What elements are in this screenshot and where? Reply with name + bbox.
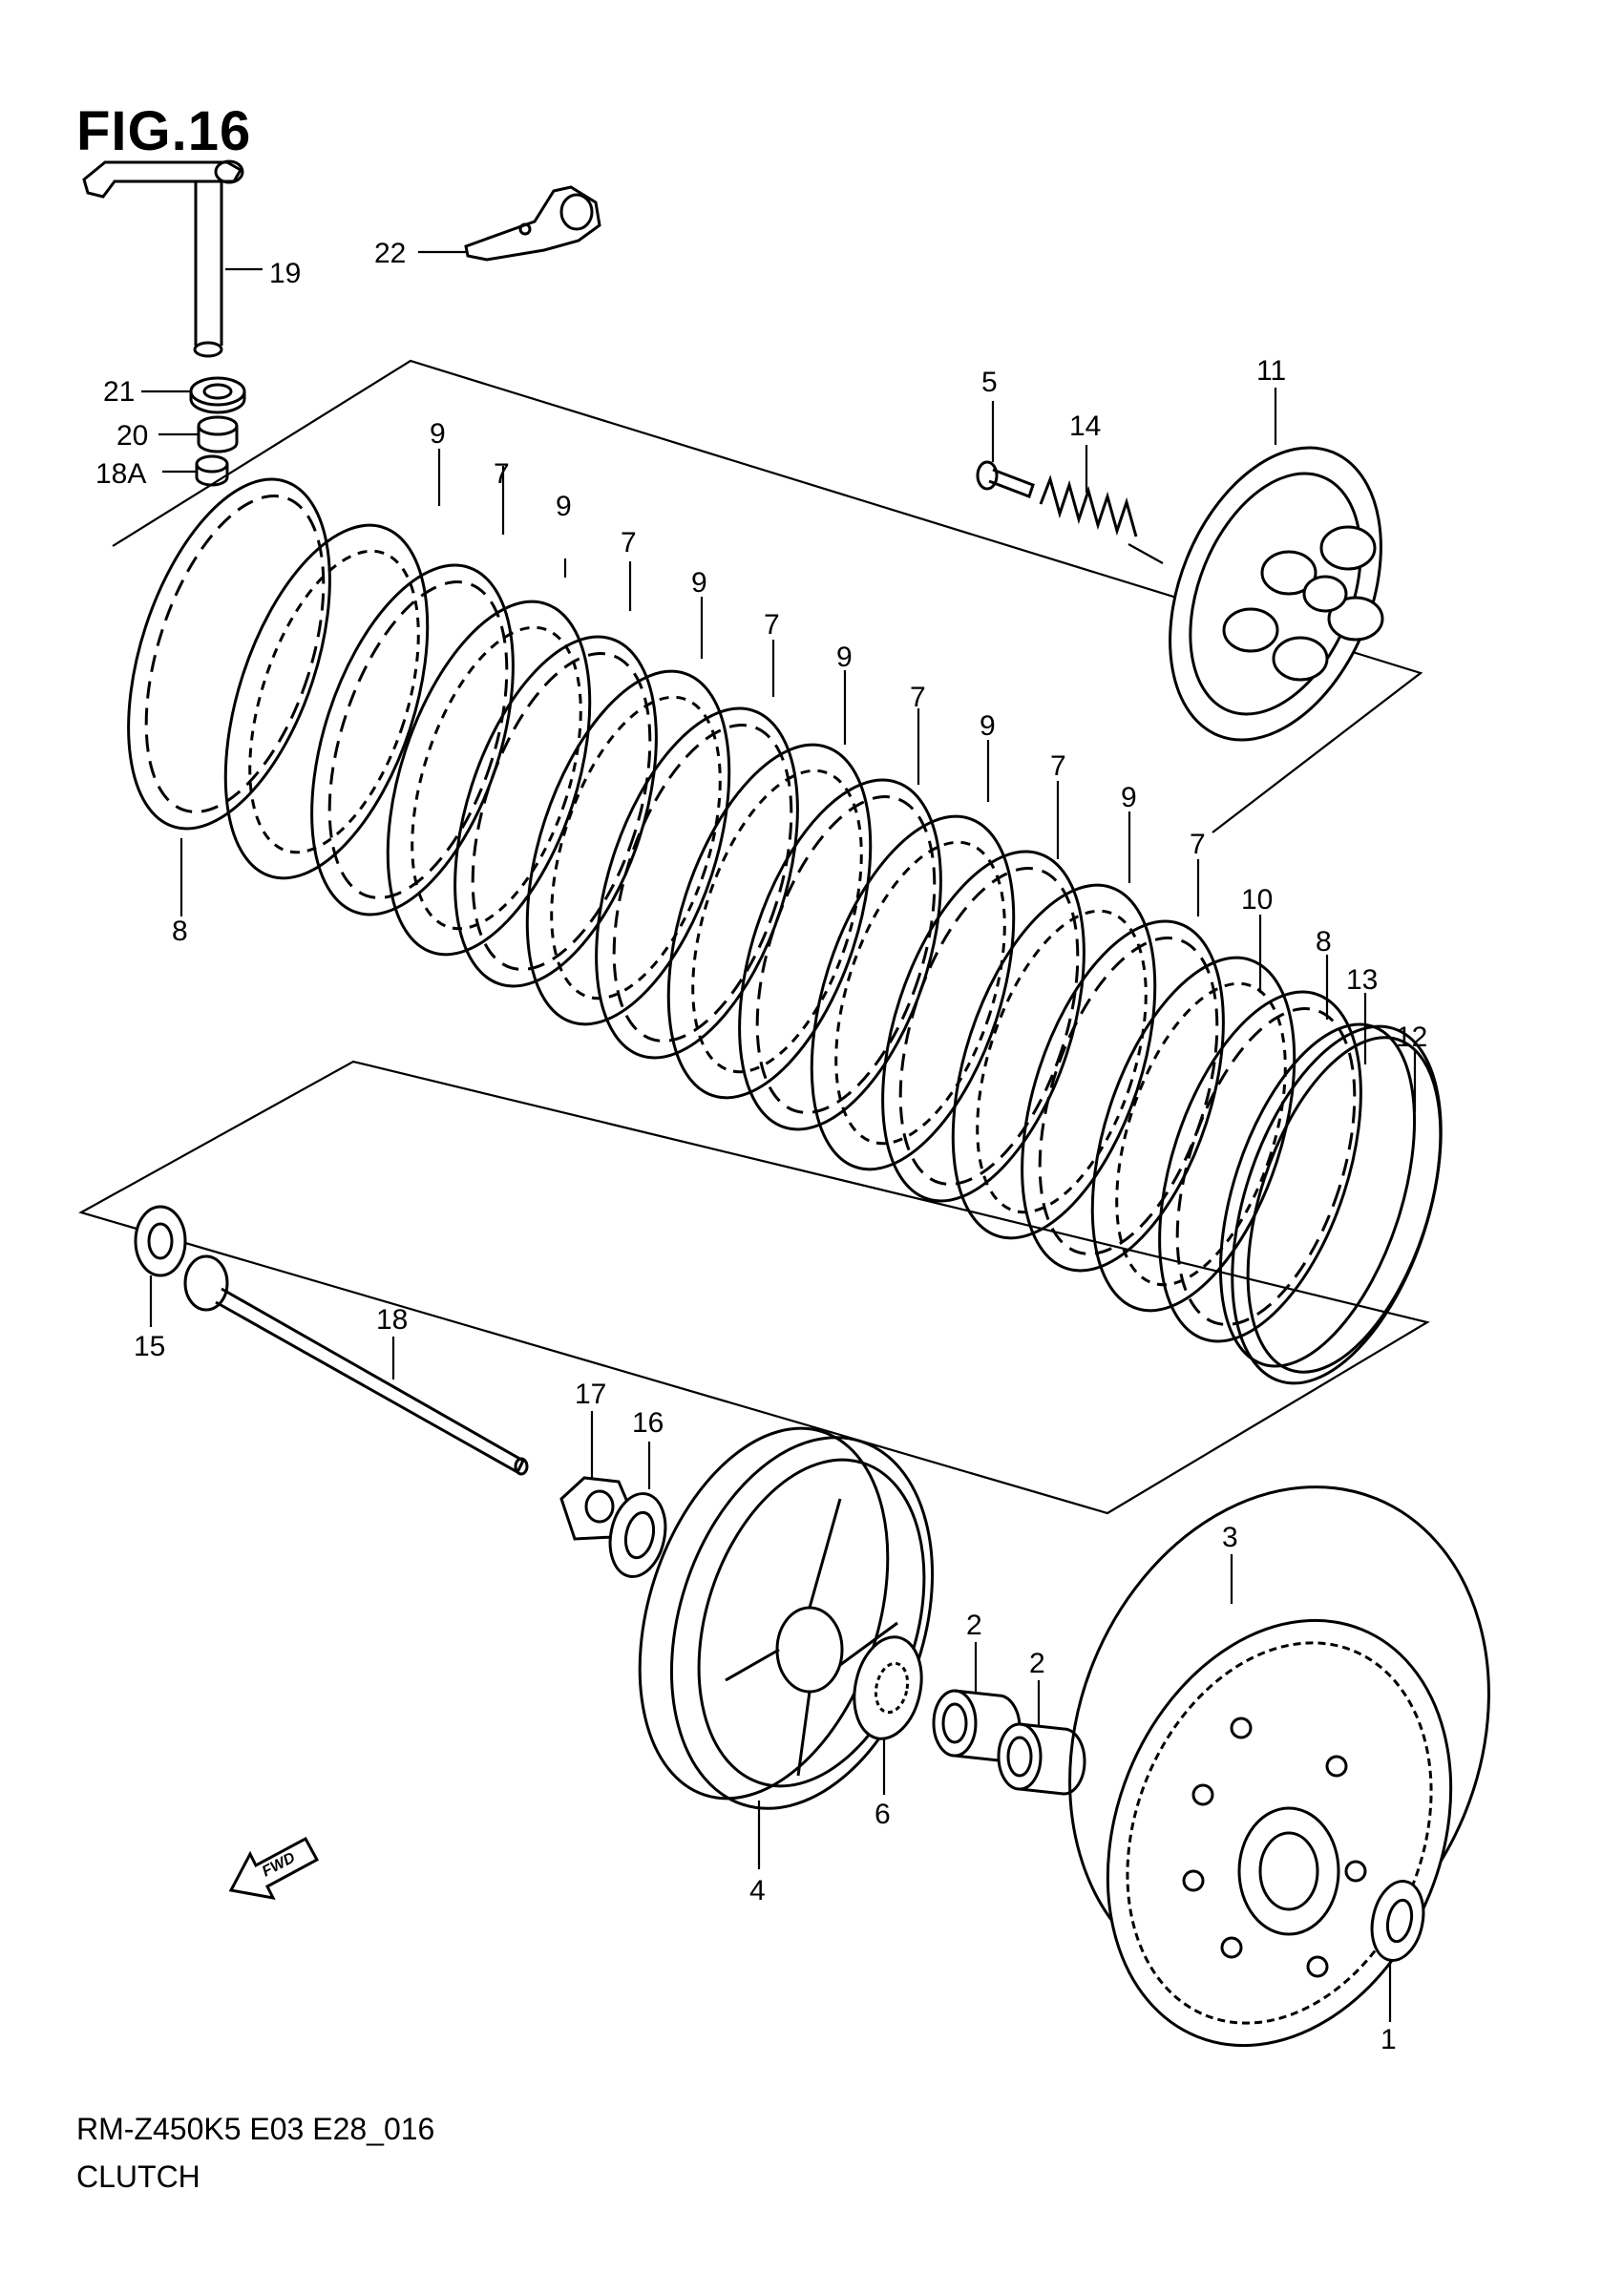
callout-7-b: 7 (621, 527, 637, 558)
callout-7-f: 7 (1190, 829, 1206, 860)
part-9-driven-plate (666, 743, 873, 1100)
callout-21: 21 (103, 376, 135, 408)
callout-4: 4 (749, 1875, 766, 1906)
callout-3: 3 (1222, 1522, 1238, 1553)
plate-leader-lines (179, 449, 1417, 1112)
callout-2-b: 2 (1029, 1648, 1045, 1679)
part-9-driven-plate (386, 600, 592, 957)
part-18a-bearing (162, 454, 229, 487)
part-2-needle-bearing (997, 1680, 1086, 1796)
part-14-spring (1039, 445, 1164, 564)
callout-17: 17 (575, 1379, 606, 1410)
part-12-spring-ring (1231, 1024, 1443, 1385)
clutch-plates-group-outline (112, 359, 1423, 833)
callout-1: 1 (1381, 2024, 1397, 2055)
part-20-bearing (158, 415, 239, 453)
part-8-drive-plate (127, 477, 331, 831)
callout-9-f: 9 (1121, 782, 1137, 813)
callout-15: 15 (134, 1331, 165, 1362)
part-9-driven-plate (525, 669, 731, 1026)
callout-7-c: 7 (764, 609, 780, 641)
part-7-drive-plate (310, 563, 515, 916)
callout-11: 11 (1256, 355, 1286, 387)
part-21-oil-seal (141, 376, 246, 414)
callout-9-d: 9 (836, 642, 853, 673)
callout-9-a: 9 (430, 418, 446, 450)
part-10-driven-plate (1090, 956, 1296, 1313)
part-5-bolt (976, 401, 1035, 498)
part-4-sleeve-hub (638, 1426, 935, 1869)
callout-8-b: 8 (1316, 926, 1332, 958)
part-1-thrust-washer (1370, 1880, 1425, 2022)
part-18-push-rod (183, 1254, 529, 1476)
part-9-driven-plate (223, 523, 430, 880)
part-7-drive-plate (881, 850, 1086, 1203)
callout-12: 12 (1396, 1022, 1427, 1053)
part-3-clutch-housing (1068, 1485, 1490, 2048)
callout-20: 20 (116, 420, 148, 452)
callout-22: 22 (374, 238, 406, 269)
callout-9-b: 9 (556, 491, 572, 522)
part-9-driven-plate (951, 883, 1157, 1240)
callout-18a: 18A (95, 458, 146, 490)
callout-10: 10 (1241, 884, 1273, 916)
callout-labels: 19 22 21 20 18A 5 14 11 9 7 9 7 9 7 9 7 … (95, 238, 1427, 2055)
callout-13: 13 (1346, 964, 1378, 996)
part-11-pressure-plate (1169, 388, 1384, 742)
callout-6: 6 (875, 1799, 891, 1830)
part-9-driven-plate (810, 814, 1016, 1171)
part-8-drive-plate (1158, 990, 1362, 1343)
part-7-drive-plate (453, 635, 658, 988)
part-22-bracket (418, 185, 601, 262)
figure-name: CLUTCH (76, 2159, 200, 2194)
model-code: RM-Z450K5 E03 E28_016 (76, 2112, 435, 2146)
callout-7-a: 7 (494, 458, 510, 490)
forward-direction-arrow: FWD (228, 1836, 320, 1901)
callout-14: 14 (1069, 411, 1101, 442)
part-16-lock-washer (608, 1442, 667, 1578)
callout-9-e: 9 (980, 710, 996, 742)
part-19-release-shaft (82, 159, 263, 358)
part-6-thrust-washer (853, 1635, 923, 1795)
clutch-hub-group-outline (78, 1060, 1430, 1515)
callout-16: 16 (632, 1407, 664, 1439)
callout-5: 5 (981, 367, 998, 398)
figure-title: FIG.16 (76, 100, 252, 162)
callout-2-a: 2 (966, 1610, 982, 1641)
clutch-plate-stack (127, 477, 1443, 1385)
callout-19: 19 (269, 258, 301, 289)
callout-7-d: 7 (910, 682, 926, 713)
callout-18: 18 (376, 1304, 408, 1336)
callout-7-e: 7 (1050, 750, 1066, 782)
callout-8-a: 8 (172, 916, 188, 947)
part-15-bearing (134, 1205, 187, 1327)
callout-9-c: 9 (691, 567, 707, 599)
